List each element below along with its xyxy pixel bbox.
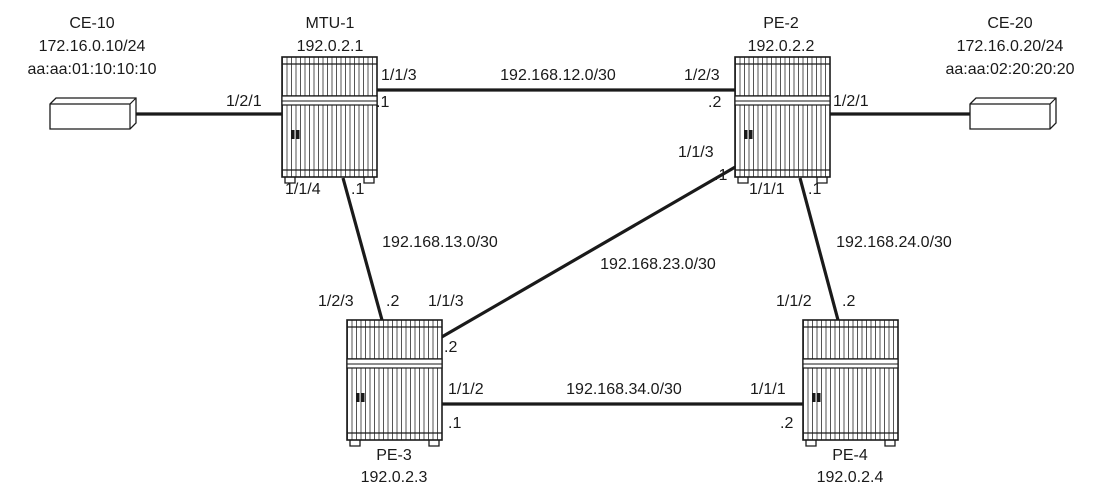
pe4-ip: 192.0.2.4 (817, 469, 884, 486)
router-mtu1-icon (281, 56, 378, 184)
port-pe3-1-2-3: 1/2/3 (318, 293, 354, 310)
port-mtu1-1-2-1: 1/2/1 (226, 93, 262, 110)
port-pe4-1-1-1: 1/1/1 (750, 381, 786, 398)
ce20-name: CE-20 (987, 15, 1032, 32)
ce20-ip: 172.16.0.20/24 (957, 38, 1064, 55)
host-ce10-icon (49, 97, 137, 130)
port-mtu1-1-1-3: 1/1/3 (381, 67, 417, 84)
router-pe2-icon (734, 56, 831, 184)
ce20-mac: aa:aa:02:20:20:20 (945, 61, 1074, 78)
subnet-mtu1-pe2: 192.168.12.0/30 (500, 67, 616, 84)
mtu1-ip: 192.0.2.1 (297, 38, 364, 55)
ce10-mac: aa:aa:01:10:10:10 (27, 61, 156, 78)
subnet-mtu1-pe3: 192.168.13.0/30 (382, 234, 498, 251)
host-mtu1-pe2-b: .2 (708, 94, 721, 111)
subnet-pe2-pe4: 192.168.24.0/30 (836, 234, 952, 251)
pe4-name: PE-4 (832, 447, 868, 464)
host-pe3-pe4-b: .2 (780, 415, 793, 432)
port-pe4-1-1-2: 1/1/2 (776, 293, 812, 310)
host-mtu1-pe3-a: .1 (351, 181, 364, 198)
port-pe2-1-1-1: 1/1/1 (749, 181, 785, 198)
port-pe2-1-2-3: 1/2/3 (684, 67, 720, 84)
host-mtu1-pe3-b: .2 (386, 293, 399, 310)
pe2-ip: 192.0.2.2 (748, 38, 815, 55)
pe2-name: PE-2 (763, 15, 799, 32)
host-mtu1-pe2-a: .1 (376, 94, 389, 111)
port-pe2-1-1-3: 1/1/3 (678, 144, 714, 161)
link-pe2-pe3 (439, 164, 738, 340)
pe3-ip: 192.0.2.3 (361, 469, 428, 486)
host-ce20-icon (969, 97, 1057, 130)
host-pe2-pe3-a: .1 (714, 167, 727, 184)
port-pe3-1-1-2: 1/1/2 (448, 381, 484, 398)
host-pe3-pe4-a: .1 (448, 415, 461, 432)
pe3-name: PE-3 (376, 447, 412, 464)
router-pe4-icon (802, 319, 899, 447)
router-pe3-icon (346, 319, 443, 447)
port-pe2-1-2-1: 1/2/1 (833, 93, 869, 110)
port-pe3-1-1-3: 1/1/3 (428, 293, 464, 310)
ce10-name: CE-10 (69, 15, 114, 32)
port-mtu1-1-1-4: 1/1/4 (285, 181, 321, 198)
subnet-pe3-pe4: 192.168.34.0/30 (566, 381, 682, 398)
link-mtu1-pe3 (341, 177, 384, 321)
host-pe2-pe4-b: .2 (842, 293, 855, 310)
ce10-ip: 172.16.0.10/24 (39, 38, 146, 55)
subnet-pe2-pe3: 192.168.23.0/30 (600, 256, 716, 273)
mtu1-name: MTU-1 (306, 15, 355, 32)
host-pe2-pe3-b: .2 (444, 339, 457, 356)
host-pe2-pe4-a: .1 (808, 181, 821, 198)
link-pe2-pe4 (798, 177, 840, 321)
